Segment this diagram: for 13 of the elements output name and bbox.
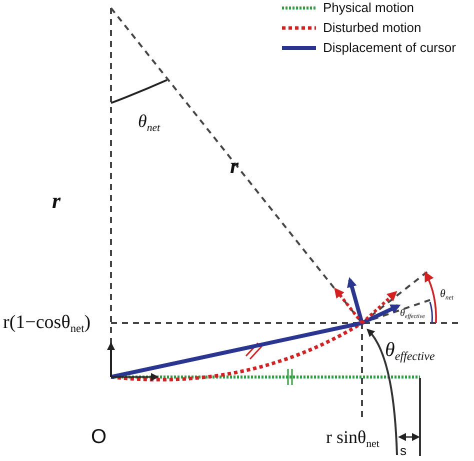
- math-label: θ$_{effective}$: [385, 340, 435, 362]
- math-label: θ$_{net}$: [440, 289, 454, 302]
- math-label: θ$_{effective}$: [400, 309, 425, 320]
- legend-label: Disturbed motion: [323, 21, 422, 34]
- legend-label: Displacement of cursor: [323, 41, 456, 54]
- math-label: r: [230, 155, 239, 177]
- math-label: r: [52, 190, 61, 212]
- math-label: r sinθ$_{net}$: [326, 428, 380, 450]
- math-label: θ$_{net}$: [138, 112, 160, 134]
- legend-label: Physical motion: [323, 1, 414, 14]
- math-label: r(1−cosθ$_{net}$): [3, 313, 91, 336]
- math-label: O: [91, 427, 107, 447]
- math-label: s: [400, 444, 406, 457]
